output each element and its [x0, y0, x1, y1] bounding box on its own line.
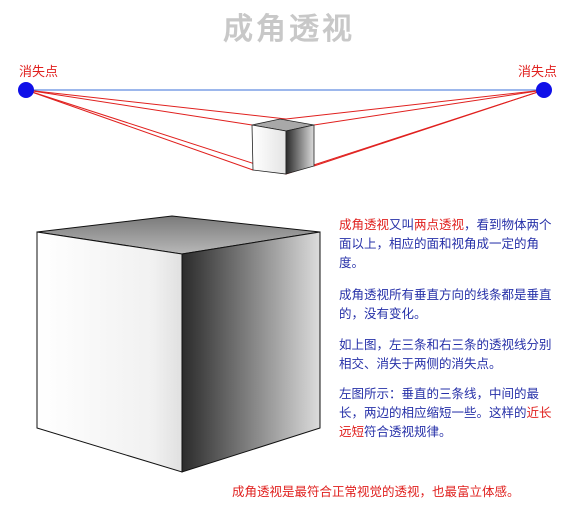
term-two-point-perspective: 两点透视 [414, 217, 465, 232]
paragraph-definition-rest: ，看到物体两个面以上，相应的面和视角成一定的角度。 [339, 217, 552, 270]
paragraph-converging-lines: 如上图，左三条和右三条的透视线分别相交、消失于两侧的消失点。 [339, 337, 552, 371]
vanishing-point-right-label: 消失点 [518, 65, 558, 80]
paragraph-foreshortening: 左图所示：垂直的三条线，中间的最长，两边的相应缩短一些。这样的近长远短符合透视规… [339, 384, 559, 441]
vanishing-point-left-dot [18, 82, 34, 98]
term-angular-perspective: 成角透视 [339, 217, 390, 232]
paragraph-definition-mid: 又叫 [389, 217, 415, 232]
paragraph-vertical-lines: 成角透视所有垂直方向的线条都是垂直的，没有变化。 [339, 287, 552, 321]
page-title: 成角透视 [223, 12, 355, 47]
paragraph-foreshortening-before: 左图所示：垂直的三条线，中间的最长，两边的相应缩短一些。这样的 [339, 386, 540, 420]
vanishing-point-right-dot [536, 82, 552, 98]
vanishing-point-left-label: 消失点 [19, 65, 59, 80]
paragraph-definition: 成角透视又叫两点透视，看到物体两个面以上，相应的面和视角成一定的角度。 [339, 215, 559, 272]
perspective-lines-left [25, 89, 287, 175]
large-cube [36, 215, 321, 473]
paragraph-foreshortening-after: 符合透视规律。 [364, 424, 452, 439]
small-cube [251, 118, 315, 175]
perspective-lines-right [285, 89, 545, 175]
term-near-long-far-short: 近长远短 [339, 405, 552, 439]
footer-summary: 成角透视是最符合正常视觉的透视，也最富立体感。 [232, 484, 520, 499]
